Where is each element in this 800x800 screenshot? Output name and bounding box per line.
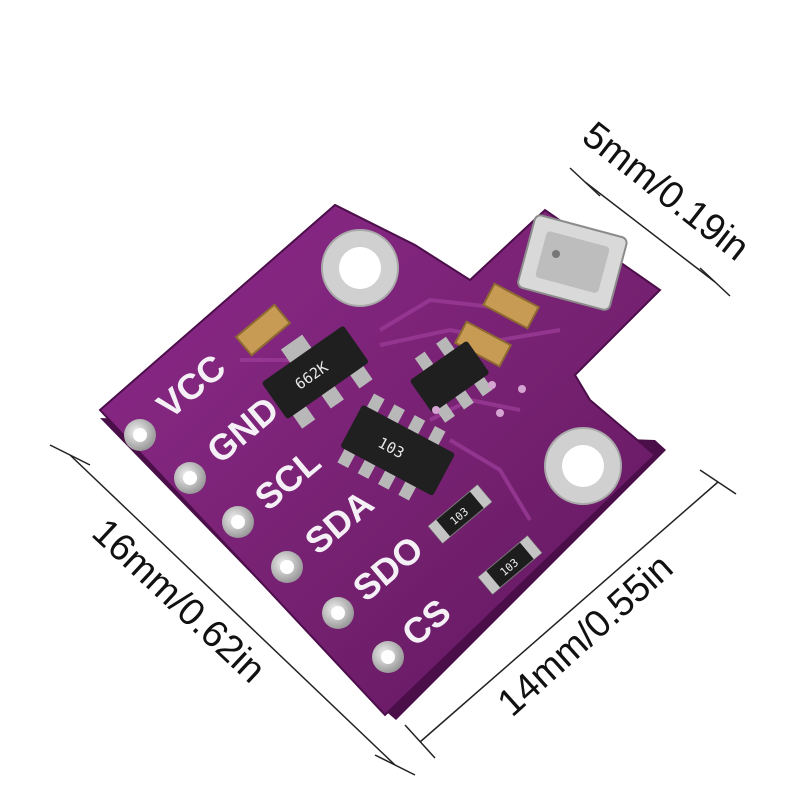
sensor-vent-icon: [552, 250, 560, 258]
pin-hole-vcc: [124, 419, 156, 451]
pin-hole-sdo: [322, 597, 354, 629]
mosfet-chip: [410, 336, 493, 423]
pin-holes: [124, 419, 404, 673]
pin-hole-gnd: [174, 462, 206, 494]
pin-hole-sda: [271, 551, 303, 583]
sensor-chip: [517, 214, 628, 311]
mounting-hole-left: [321, 229, 399, 307]
pin-hole-scl: [222, 506, 254, 538]
resistor-1: 103: [427, 484, 493, 544]
pin-hole-cs: [372, 641, 404, 673]
vias: [432, 381, 526, 417]
capacitor-right-2: [453, 320, 513, 368]
regulator-chip: 662K: [262, 326, 373, 429]
capacitor-top-left: [234, 303, 292, 357]
capacitor-right-1: [481, 282, 541, 330]
mounting-hole-right: [544, 427, 622, 505]
level-shifter-chip: 103: [337, 393, 455, 501]
resistor-2: 103: [477, 535, 543, 595]
